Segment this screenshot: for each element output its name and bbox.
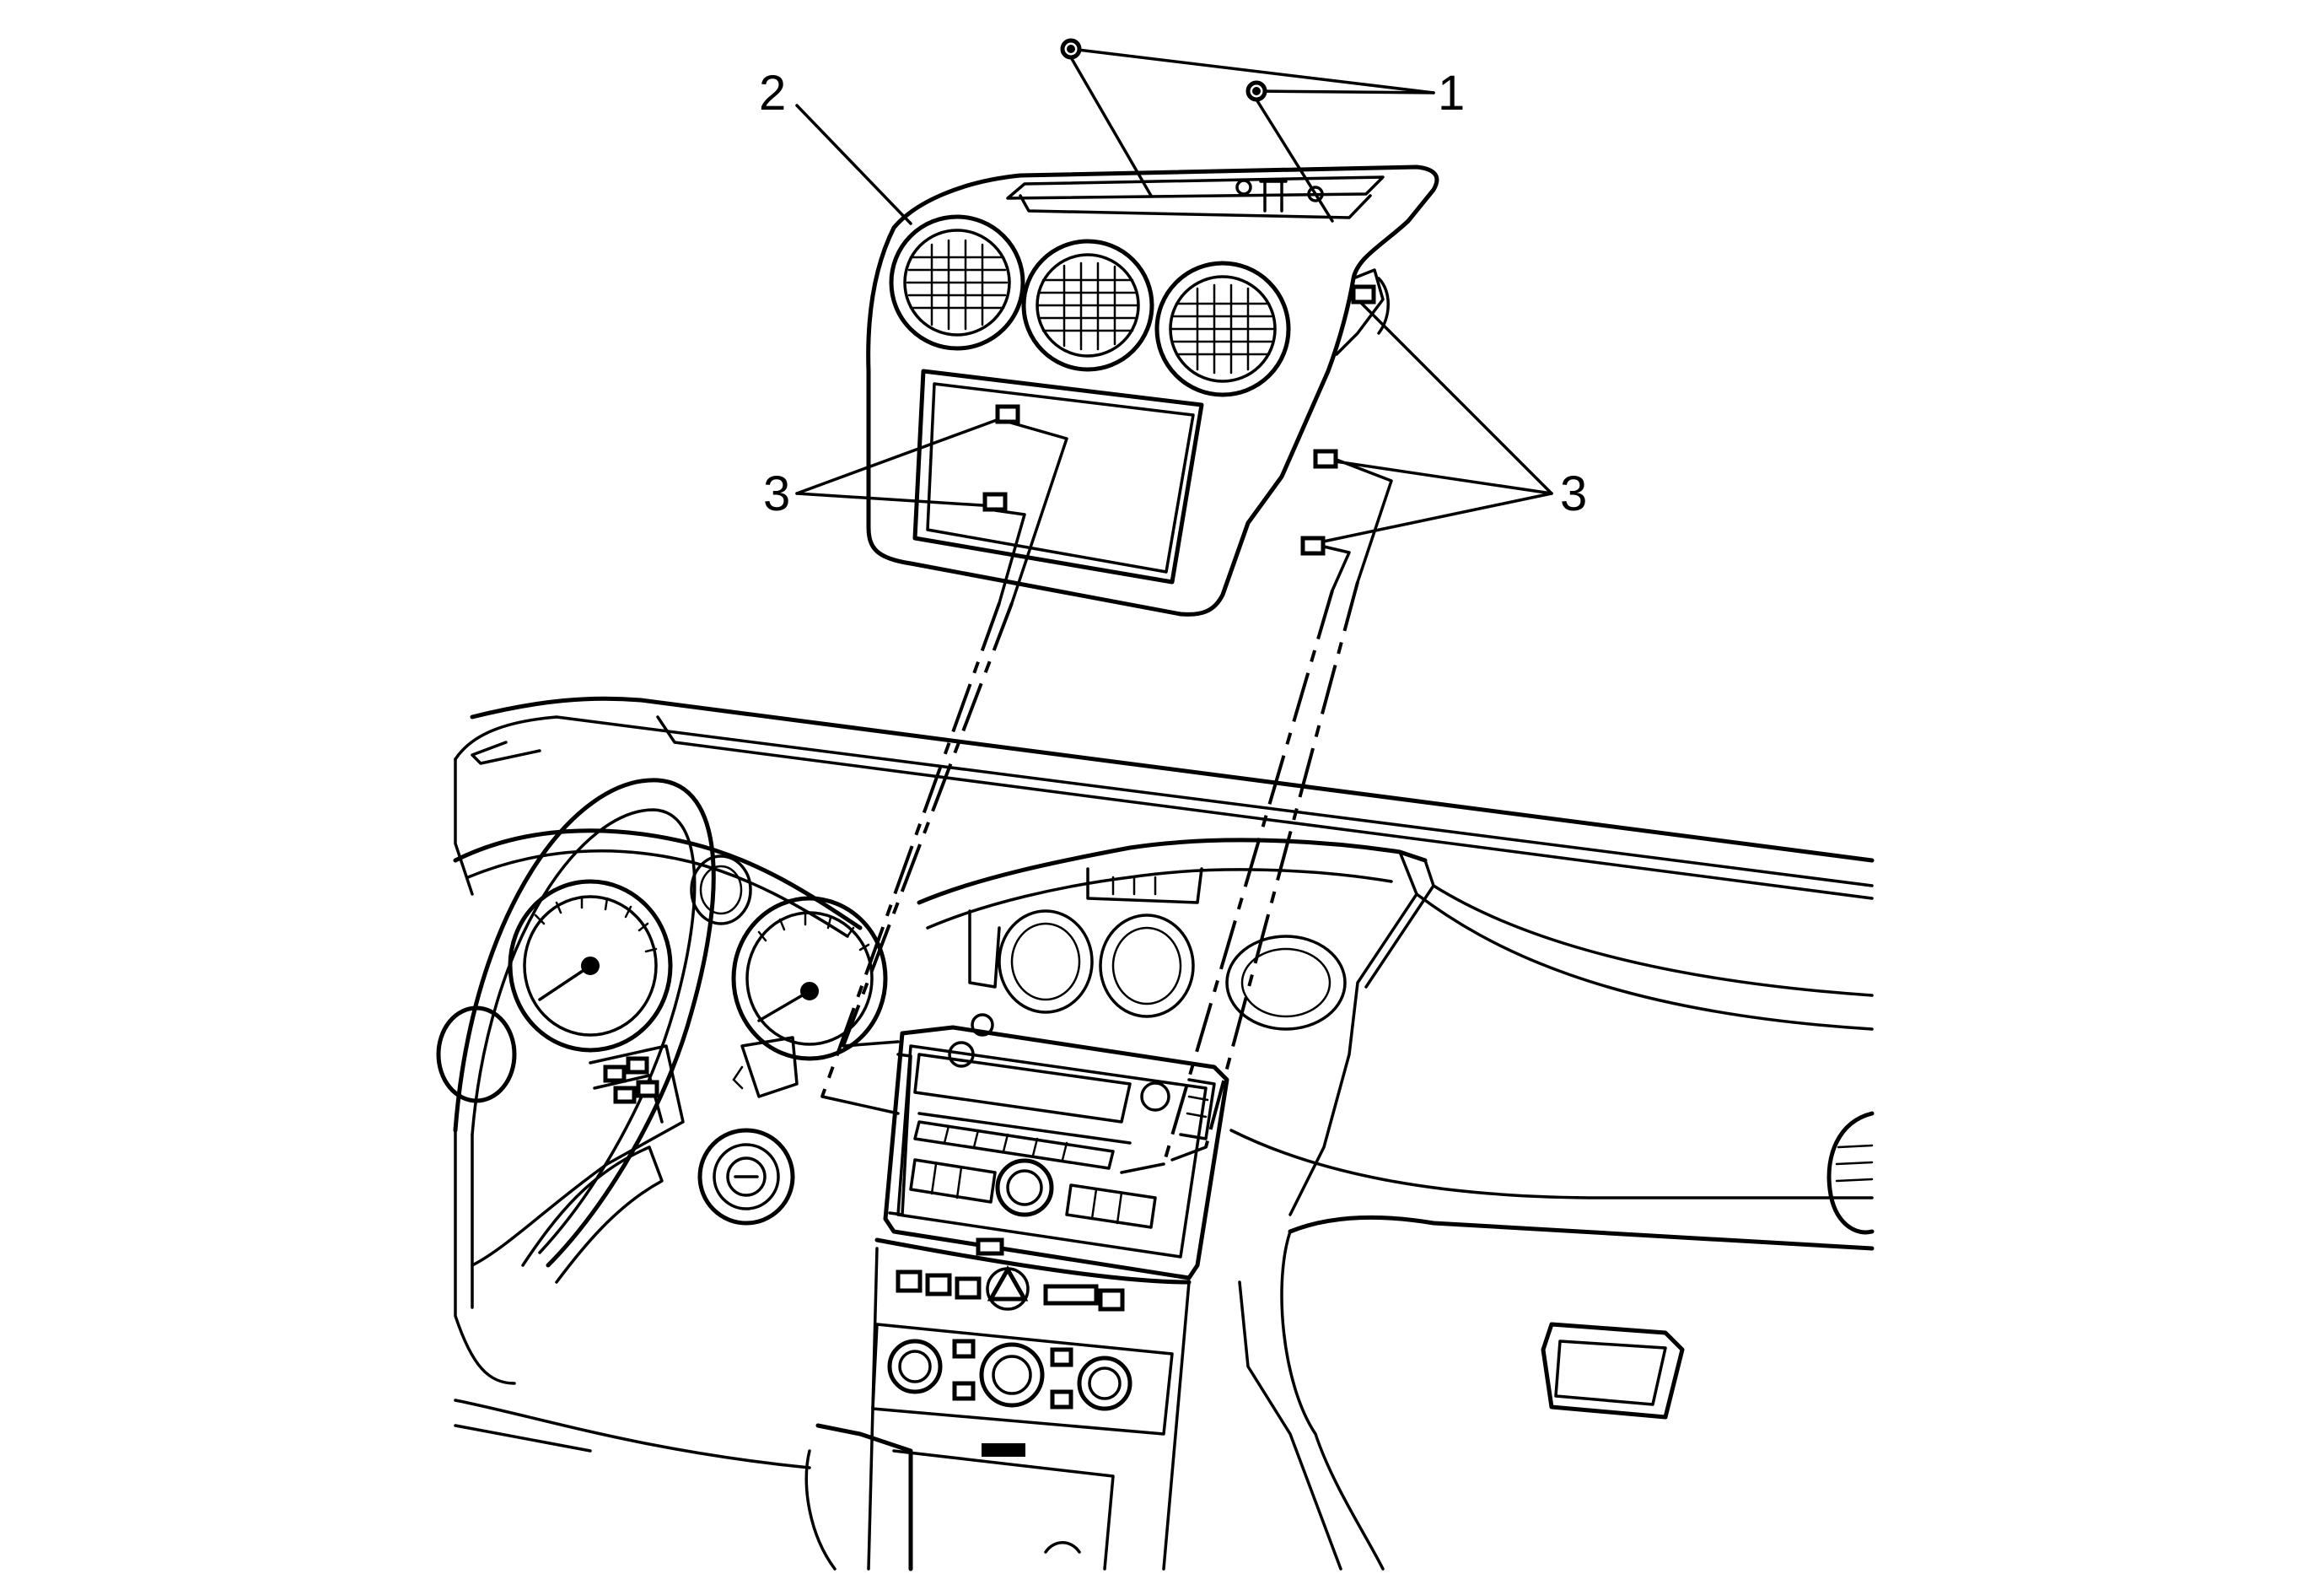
center-vent-trim-panel	[866, 164, 1439, 617]
ignition-switch	[697, 1128, 795, 1226]
instrument-panel	[436, 696, 1875, 1571]
small-gauge	[690, 854, 752, 925]
passenger-dash	[1229, 884, 1875, 1571]
air-vent-left	[889, 214, 1025, 351]
glovebox-handle	[1541, 1322, 1685, 1420]
steering-wheel	[436, 778, 716, 1385]
switch-bank	[867, 1237, 1192, 1571]
air-vent-passenger	[1826, 1111, 1875, 1235]
callout-3-left: 3	[763, 466, 790, 521]
air-vent-right	[1154, 261, 1291, 397]
center-console	[804, 1423, 1115, 1571]
callout-1: 1	[1438, 66, 1465, 121]
callout-2: 2	[759, 66, 786, 121]
alignment-lines	[820, 420, 1393, 1174]
center-stack-opening	[917, 838, 1435, 1216]
radio-head-unit	[883, 1013, 1229, 1280]
leader-lines	[795, 47, 1553, 546]
tachometer-gauge	[731, 896, 888, 1061]
speedometer-gauge	[508, 879, 673, 1053]
air-vent-center	[1021, 239, 1154, 372]
climate-control-panel	[871, 1323, 1174, 1436]
callout-3-right: 3	[1560, 466, 1587, 521]
